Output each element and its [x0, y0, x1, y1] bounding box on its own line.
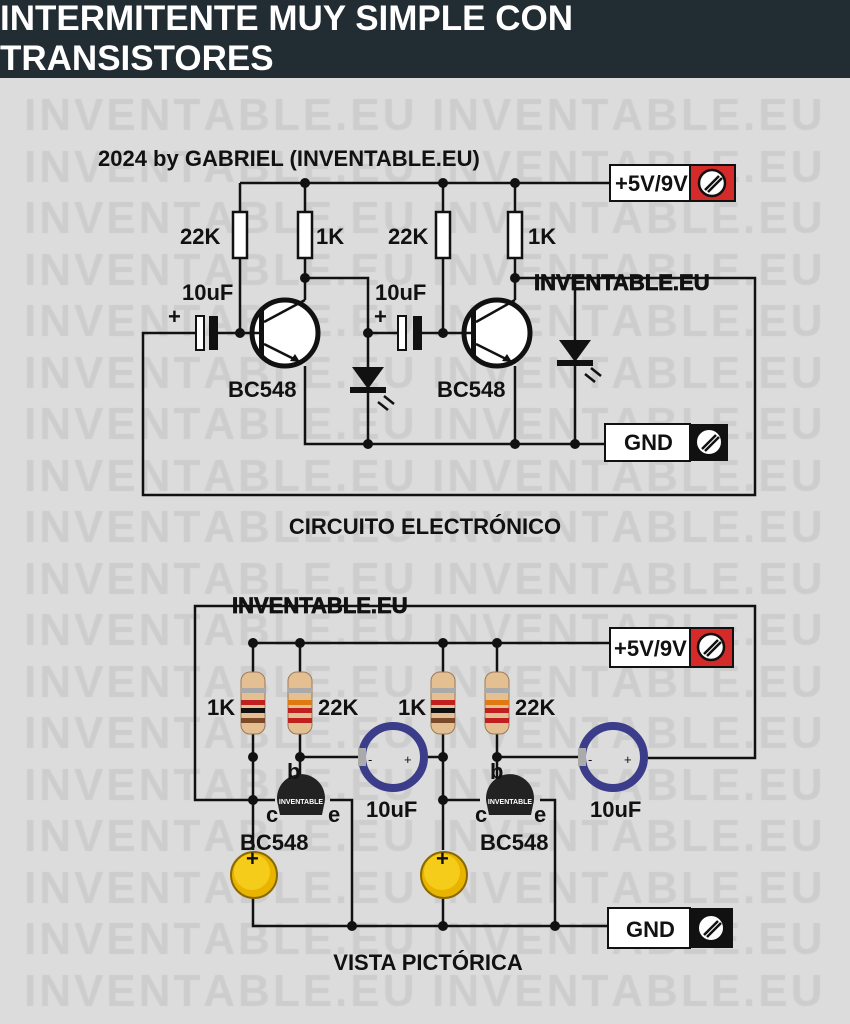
t2-label: BC548: [437, 377, 505, 402]
page-title: INTERMITENTE MUY SIMPLE CON TRANSISTORES: [0, 0, 850, 78]
c2-label: 10uF: [375, 280, 426, 305]
pictorial-gnd-terminal[interactable]: GND: [607, 907, 733, 949]
pictorial-capacitor-1: - +: [358, 722, 428, 792]
led-plus: +: [246, 846, 259, 871]
resistor: [240, 671, 266, 735]
gnd-terminal[interactable]: GND: [604, 423, 728, 462]
r4-label: 1K: [528, 224, 556, 249]
resistor: [287, 671, 313, 735]
cap-plus: +: [404, 752, 412, 767]
schematic: 2024 by GABRIEL (INVENTABLE.EU) 22K 1K 2…: [98, 146, 757, 539]
r2-label: 1K: [316, 224, 344, 249]
pin-e: e: [328, 802, 340, 827]
pictorial-capacitor-2: - +: [578, 722, 648, 792]
pictorial-led-2: +: [420, 846, 468, 899]
pictorial-transistor-1: INVENTABLE b c e: [266, 759, 340, 827]
pictorial: 1K 22K 1K 22K - + - + 10uF 10uF INVENTAB…: [193, 593, 757, 975]
schematic-capacitor-2: [397, 315, 422, 351]
pc1-label: 10uF: [366, 797, 417, 822]
pin-b: b: [287, 759, 300, 784]
cap-plus: +: [624, 752, 632, 767]
pictorial-resistors: [240, 671, 510, 735]
schematic-capacitor-1: [195, 315, 218, 351]
vcc-label: +5V/9V: [615, 171, 688, 196]
pin-b: b: [490, 759, 503, 784]
c2-plus: +: [374, 304, 387, 329]
r3-label: 22K: [388, 224, 428, 249]
schematic-led-1: [350, 367, 395, 411]
t1-label: BC548: [228, 377, 296, 402]
gnd-label: GND: [624, 430, 673, 455]
resistor: [430, 671, 456, 735]
pvcc-label: +5V/9V: [614, 636, 687, 661]
cap-minus: -: [368, 752, 372, 767]
pr4-label: 22K: [515, 695, 555, 720]
pin-e: e: [534, 802, 546, 827]
schematic-resistors: [231, 210, 524, 260]
resistor: [484, 671, 510, 735]
schematic-logo: INVENTABLE.EU: [534, 270, 710, 295]
pictorial-vcc-terminal[interactable]: +5V/9V: [609, 627, 734, 668]
pgnd-label: GND: [626, 917, 675, 942]
pc2-label: 10uF: [590, 797, 641, 822]
schematic-title: CIRCUITO ELECTRÓNICO: [289, 514, 561, 539]
schematic-transistor-2: [461, 297, 533, 369]
transistor-mark: INVENTABLE: [279, 799, 324, 806]
pictorial-transistor-2: INVENTABLE b c e: [475, 759, 546, 827]
vcc-terminal[interactable]: +5V/9V: [609, 164, 736, 202]
transistor-mark: INVENTABLE: [488, 799, 533, 806]
pr3-label: 1K: [398, 695, 426, 720]
pin-c: c: [475, 802, 487, 827]
pin-c: c: [266, 802, 278, 827]
pt1-label: BC548: [240, 830, 308, 855]
pr1-label: 1K: [207, 695, 235, 720]
schematic-transistor-1: [249, 297, 321, 369]
pr2-label: 22K: [318, 695, 358, 720]
pictorial-led-1: +: [230, 846, 278, 899]
credit-text: 2024 by GABRIEL (INVENTABLE.EU): [98, 146, 480, 171]
c1-plus: +: [168, 304, 181, 329]
pt2-label: BC548: [480, 830, 548, 855]
schematic-led-2: [557, 340, 602, 383]
r1-label: 22K: [180, 224, 220, 249]
c1-label: 10uF: [182, 280, 233, 305]
pictorial-title: VISTA PICTÓRICA: [333, 950, 523, 975]
led-plus: +: [436, 846, 449, 871]
pictorial-logo: INVENTABLE.EU: [232, 593, 408, 618]
cap-minus: -: [588, 752, 592, 767]
